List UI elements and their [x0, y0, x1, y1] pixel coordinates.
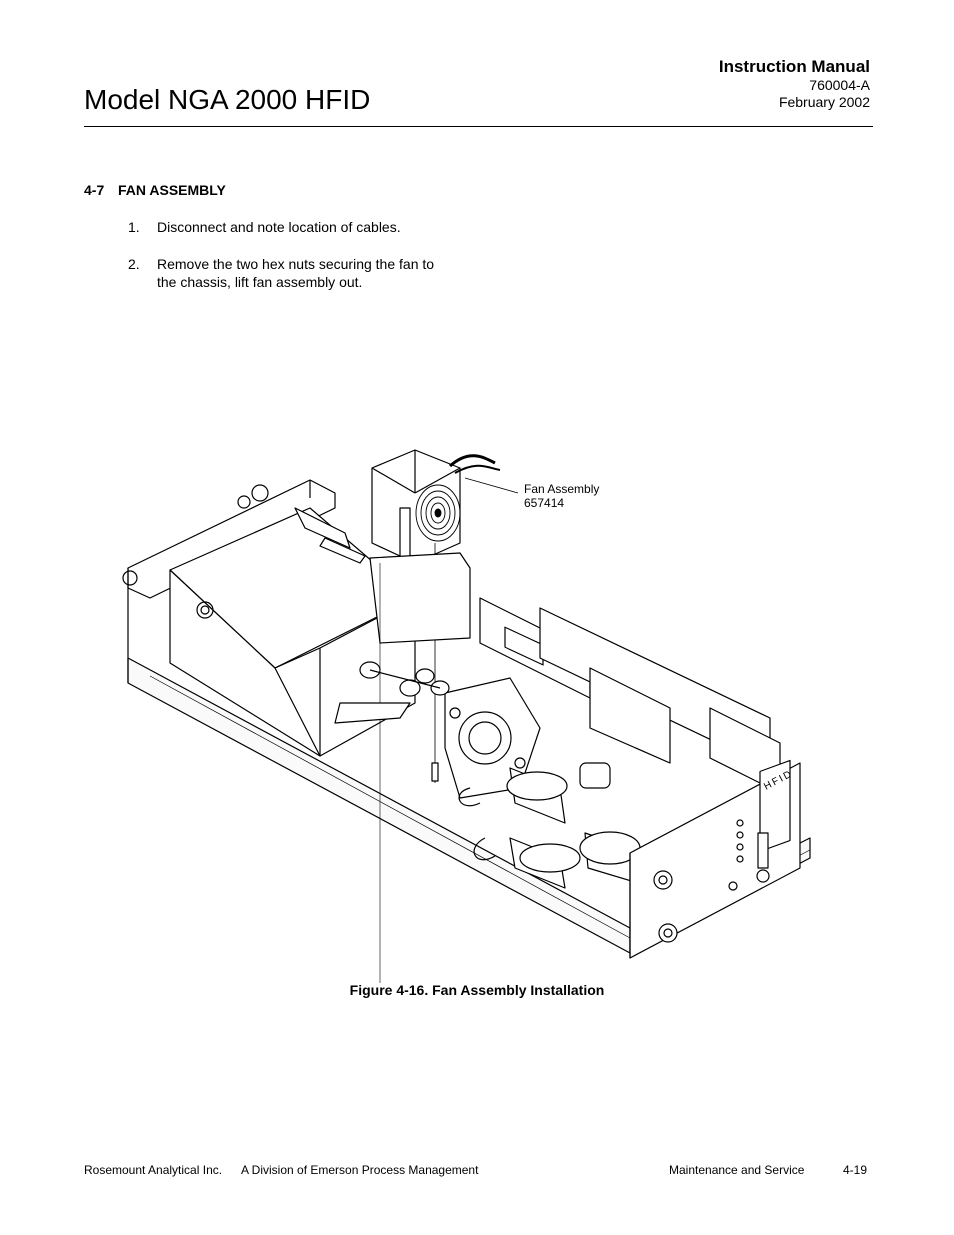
- step-text: Disconnect and note location of cables.: [157, 219, 401, 235]
- chassis-drawing: Fan Assembly 657414 HFID: [122, 449, 811, 983]
- fan-cable: [448, 454, 496, 468]
- callout-leader: [464, 477, 519, 494]
- step-number: 2.: [128, 256, 140, 272]
- document-date: February 2002: [778, 94, 870, 110]
- callout-name: Fan Assembly: [524, 482, 599, 496]
- circuit-board-3: [589, 667, 671, 764]
- step-number: 1.: [128, 219, 140, 235]
- header-divider: [84, 126, 873, 127]
- section-number: 4-7: [84, 182, 105, 198]
- document-number: 760004-A: [809, 77, 870, 93]
- fan-bracket: [371, 449, 461, 564]
- callout-part-number: 657414: [524, 496, 564, 510]
- step-text: Remove the two hex nuts securing the fan…: [157, 256, 435, 290]
- step-item: 1. Disconnect and note location of cables…: [128, 218, 457, 236]
- solenoid-valves: [506, 767, 641, 889]
- step-item: 2. Remove the two hex nuts securing the f…: [128, 255, 457, 291]
- fan-assembly-figure: Fan Assembly 657414 HFID: [110, 438, 830, 983]
- footer-chapter: Maintenance and Service: [669, 1163, 805, 1177]
- center-divider: [369, 552, 471, 644]
- fan-guard: [415, 484, 461, 542]
- footer-division: A Division of Emerson Process Management: [241, 1163, 479, 1177]
- figure-caption: Figure 4-16. Fan Assembly Installation: [349, 982, 605, 998]
- header-info: Instruction Manual 760004-A February 200…: [719, 57, 870, 111]
- manual-title: Instruction Manual: [718, 57, 870, 76]
- section-title: FAN ASSEMBLY: [118, 182, 226, 198]
- footer-company: Rosemount Analytical Inc.: [84, 1163, 223, 1177]
- section-heading: 4-7 FAN ASSEMBLY: [84, 182, 226, 198]
- document-title: Model NGA 2000 HFID: [84, 84, 371, 115]
- page-number: 4-19: [843, 1163, 868, 1177]
- center-fittings: [359, 661, 450, 697]
